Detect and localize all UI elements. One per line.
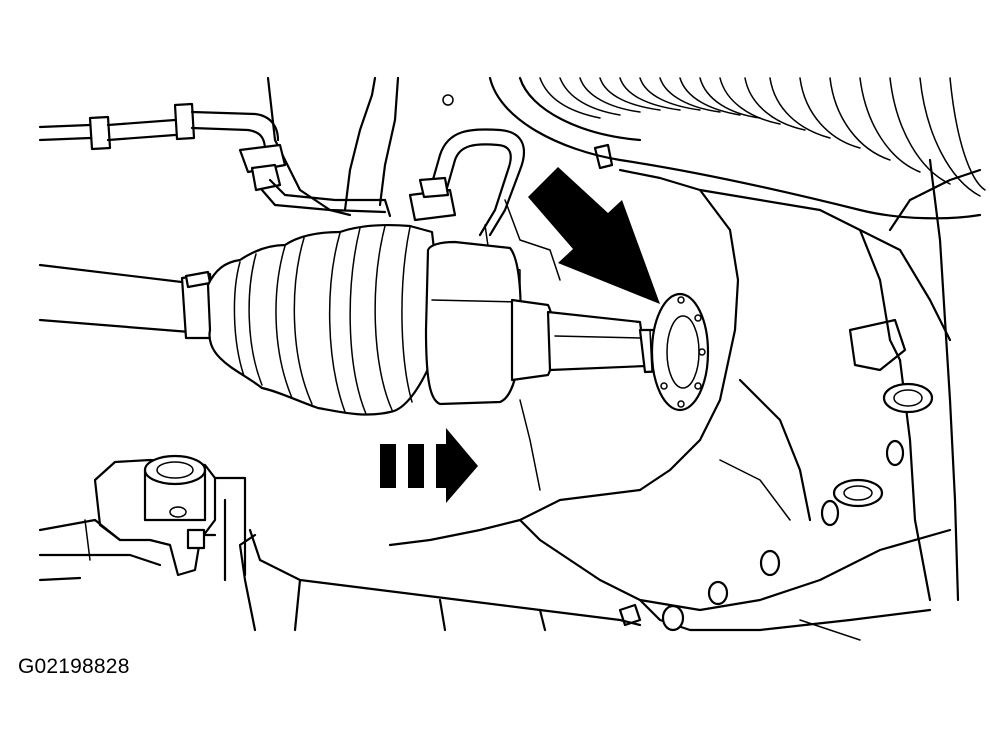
- transaxle-oil-seal: [650, 292, 710, 412]
- direction-arrow-icon: [380, 428, 478, 503]
- figure-id-label: G02198828: [18, 655, 130, 678]
- steering-rack-boot: [442, 76, 986, 220]
- location-arrow-icon: [528, 167, 660, 304]
- vacuum-tube: [408, 128, 526, 237]
- brake-line: [38, 102, 392, 218]
- suspension-bracket: [38, 454, 247, 582]
- transaxle-housing: [238, 76, 982, 641]
- drive-axle-assembly[interactable]: [38, 224, 692, 416]
